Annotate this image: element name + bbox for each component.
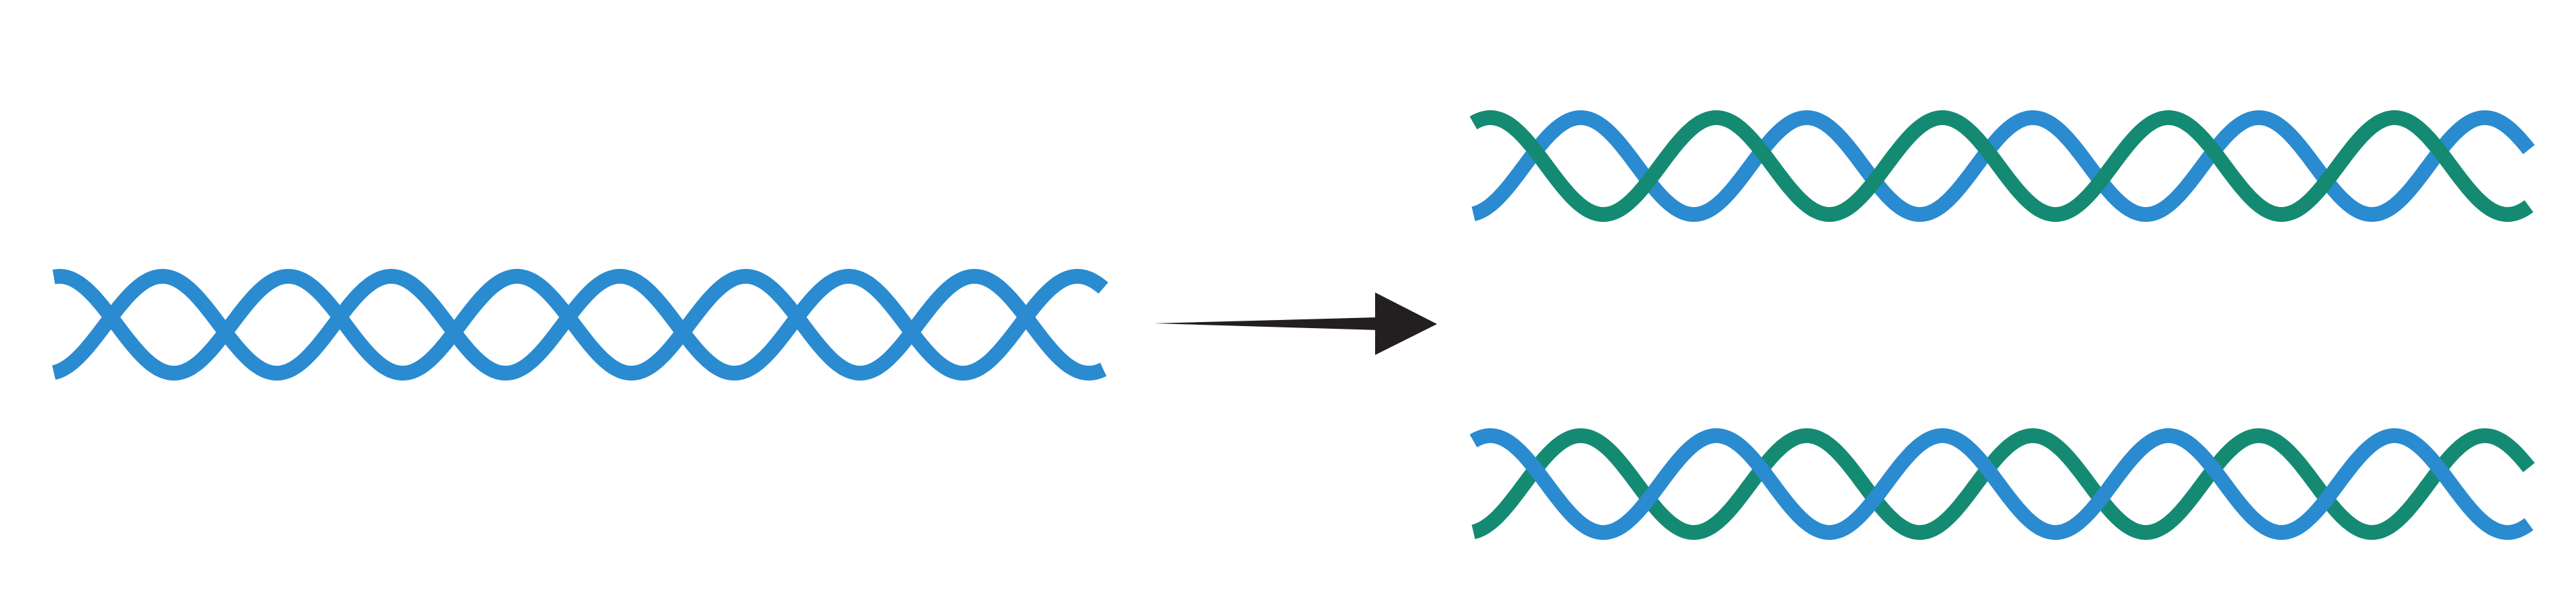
arrow-shaft: [1154, 317, 1378, 330]
daughter-double-helix-top: [1469, 110, 2535, 223]
parent-double-helix: [52, 268, 1109, 381]
daughter-top-strand-b: [1469, 110, 2534, 222]
daughter-bottom-strand-b: [1469, 428, 2534, 540]
arrow-head: [1375, 292, 1437, 355]
arrow-right-icon: [1154, 292, 1437, 355]
daughter-double-helix-bottom: [1469, 428, 2535, 541]
parent-strand-b: [52, 268, 1107, 381]
